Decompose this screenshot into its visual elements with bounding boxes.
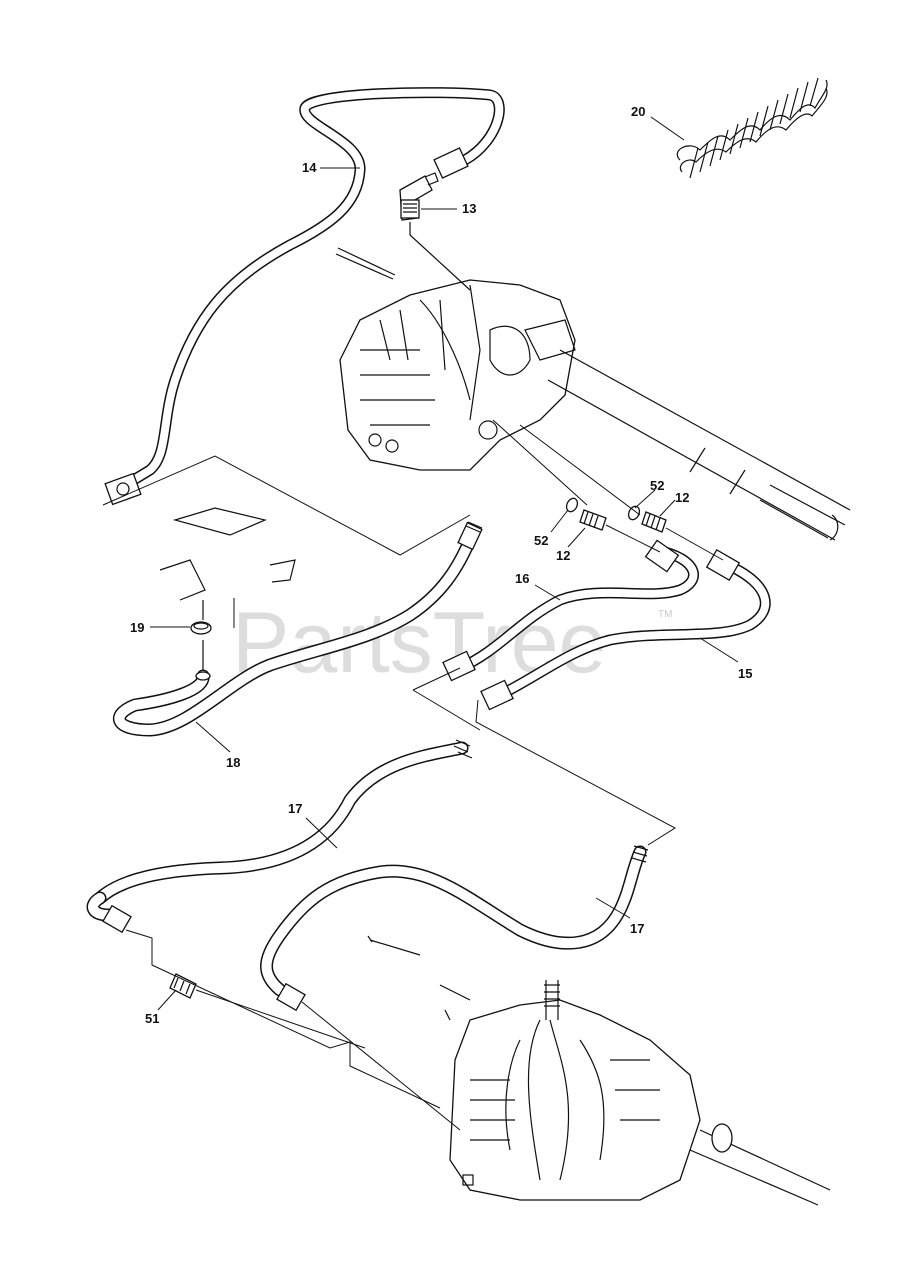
coil-spring-part[interactable] (676, 77, 828, 179)
callout-12-lower: 12 (556, 548, 570, 563)
adapter-fitting-part-upper[interactable] (641, 511, 667, 533)
transaxle-assembly (367, 935, 831, 1206)
callout-17-lower: 17 (630, 921, 644, 936)
hose-clamp-part[interactable] (190, 621, 212, 635)
callout-19: 19 (130, 620, 144, 635)
rigid-tube-part[interactable] (104, 87, 505, 506)
loop-hose-part[interactable] (113, 521, 483, 737)
callout-15: 15 (738, 666, 752, 681)
reference-lines (102, 419, 724, 1131)
callout-20: 20 (631, 104, 645, 119)
watermark-trademark: TM (658, 609, 672, 620)
rigid-line-15-part[interactable] (480, 548, 771, 711)
callout-leaders (150, 116, 739, 1011)
callout-52-upper: 52 (650, 478, 664, 493)
adapter-fitting-part-lower[interactable] (579, 509, 607, 531)
callout-12-upper: 12 (675, 490, 689, 505)
callout-16: 16 (515, 571, 529, 586)
flex-hose-17-lower[interactable] (260, 845, 649, 1012)
flex-hose-17-upper[interactable] (86, 739, 473, 934)
o-ring-part-lower[interactable] (565, 497, 580, 514)
bracket-sketch (159, 507, 296, 670)
elbow-fitting-part[interactable] (399, 172, 439, 221)
callout-17-upper: 17 (288, 801, 302, 816)
callout-18: 18 (226, 755, 240, 770)
callout-14: 14 (302, 160, 317, 175)
rigid-line-16-part[interactable] (442, 539, 699, 682)
callout-13: 13 (462, 201, 476, 216)
callout-51: 51 (145, 1011, 159, 1026)
straight-fitting-part[interactable] (169, 973, 197, 999)
hydraulic-pump-assembly (335, 222, 851, 541)
callout-52-lower: 52 (534, 533, 548, 548)
